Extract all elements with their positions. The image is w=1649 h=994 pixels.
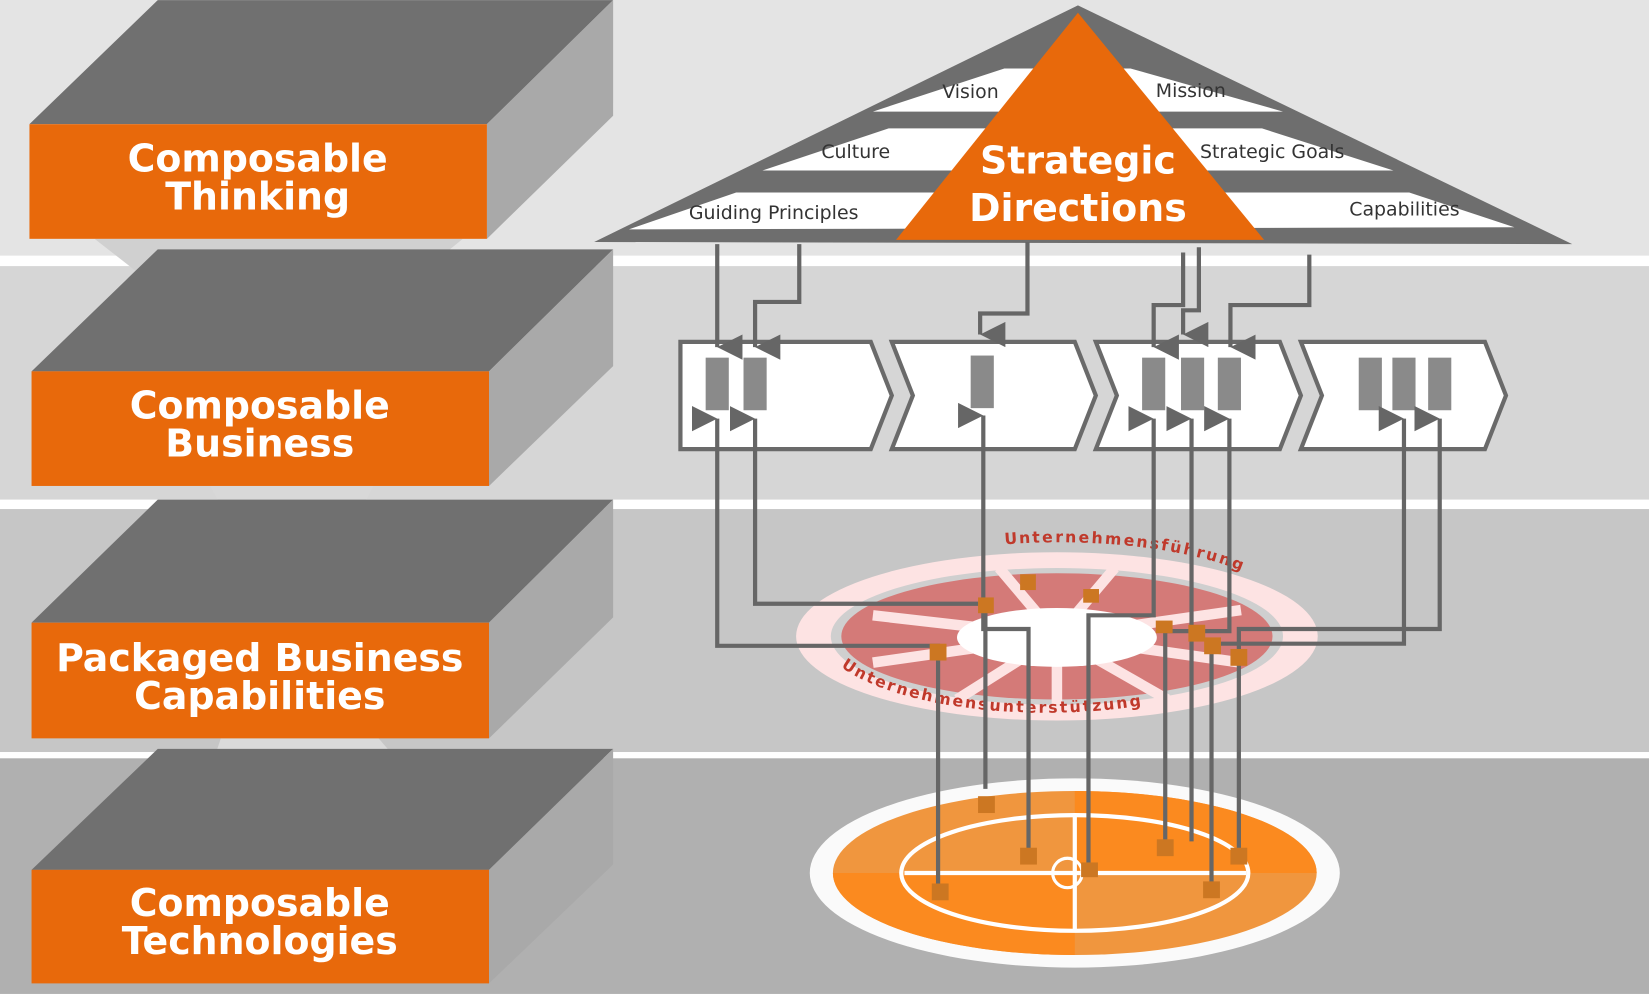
roof-label-guiding-principles: Guiding Principles <box>689 202 859 224</box>
layer-block-pbc: Packaged Business Capabilities <box>31 499 614 739</box>
strategic-directions-title: Directions <box>969 186 1187 230</box>
strategic-directions-title: Strategic <box>980 139 1176 183</box>
layer-block-business: Composable Business <box>31 249 614 486</box>
layer-title: Composable <box>130 384 390 428</box>
layer-title: Packaged Business <box>56 636 463 680</box>
layer-title: Thinking <box>165 174 350 218</box>
layer-title: Capabilities <box>134 674 385 718</box>
layer-title: Composable <box>128 137 388 181</box>
roof-label-culture: Culture <box>821 141 890 163</box>
layer-title: Business <box>165 422 354 466</box>
roof-label-mission: Mission <box>1156 80 1226 102</box>
roof-label-strategic-goals: Strategic Goals <box>1200 141 1344 163</box>
layer-block-thinking: Composable Thinking <box>29 0 614 239</box>
layer-title: Technologies <box>122 919 398 963</box>
capability-bars <box>705 355 1452 411</box>
roof-label-vision: Vision <box>942 81 998 103</box>
technology-disc <box>809 778 1340 968</box>
strategy-arrows <box>715 241 1312 360</box>
layer-title: Composable <box>130 881 390 925</box>
layer-block-technologies: Composable Technologies <box>31 748 614 984</box>
roof-label-capabilities: Capabilities <box>1349 199 1459 221</box>
strategy-roof: Vision Mission Culture Strategic Goals G… <box>594 5 1573 245</box>
connector-points <box>929 574 1248 901</box>
